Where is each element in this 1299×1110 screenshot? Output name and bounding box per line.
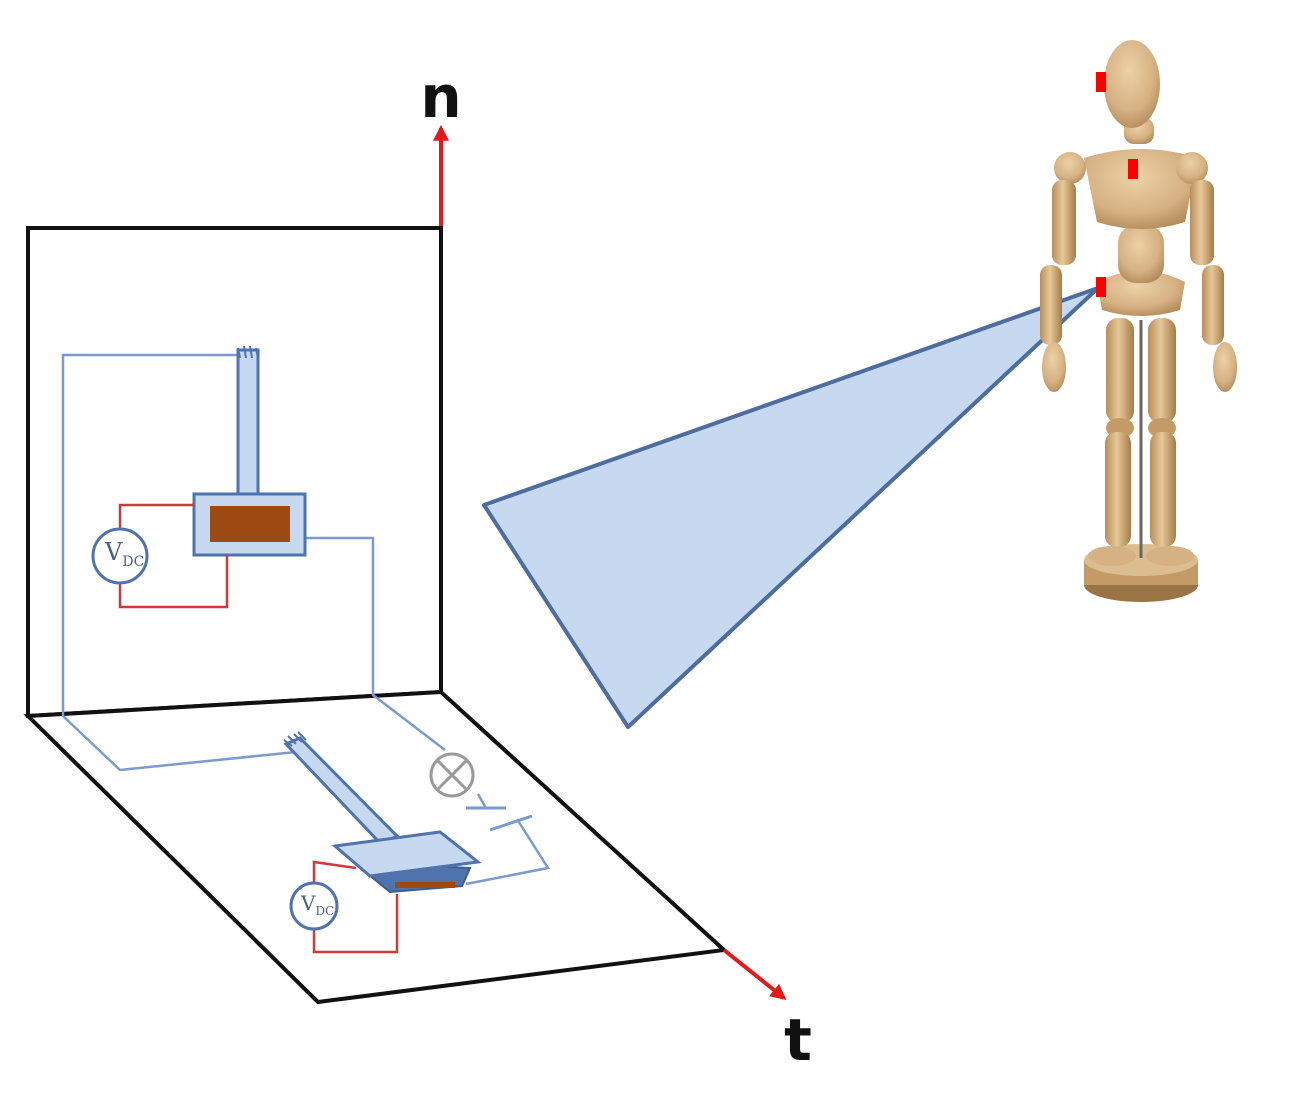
projection-wedge	[482, 286, 1100, 729]
red-wiring-bottom	[312, 860, 399, 954]
vertical-sensor-strip	[236, 348, 260, 498]
horizontal-sensor-strip	[283, 736, 400, 846]
voltmeter-bottom-circle	[289, 881, 339, 931]
voltmeter-top-circle	[91, 527, 149, 585]
vertical-sensor-electrode	[210, 506, 290, 542]
horizontal-plane-sensor	[283, 731, 482, 894]
tangent-axis-arrow	[722, 948, 787, 1000]
battery-icon	[466, 806, 533, 832]
voltmeter-top: VDC	[91, 527, 149, 585]
voltmeter-bottom: VDC	[289, 881, 339, 931]
voltmeter-top-subscript: DC	[122, 554, 144, 570]
vertical-sensor-wires-icon	[237, 345, 259, 359]
voltmeter-bottom-symbol: V	[300, 891, 316, 915]
sensor-marker-icon	[1096, 72, 1106, 92]
wooden-mannequin-icon	[1040, 40, 1237, 602]
svg-text:VDC: VDC	[300, 891, 334, 918]
tangent-axis-label: t	[784, 1006, 812, 1074]
lamp-icon	[429, 752, 475, 798]
sensor-marker-icon	[1096, 277, 1106, 297]
horizontal-sensor-housing-top	[331, 830, 482, 878]
red-wiring-top	[118, 503, 229, 609]
vertical-plane-sensor	[192, 345, 307, 557]
normal-axis-label: n	[420, 63, 461, 131]
horizontal-sensor-electrode	[395, 882, 455, 888]
svg-text:VDC: VDC	[104, 538, 144, 570]
blue-wiring	[61, 353, 551, 886]
vertical-plane	[26, 226, 443, 719]
sensor-marker-icon	[1128, 159, 1138, 179]
horizontal-sensor-wires-icon	[283, 731, 307, 747]
voltmeter-top-symbol: V	[104, 538, 123, 566]
voltmeter-bottom-subscript: DC	[315, 904, 334, 918]
